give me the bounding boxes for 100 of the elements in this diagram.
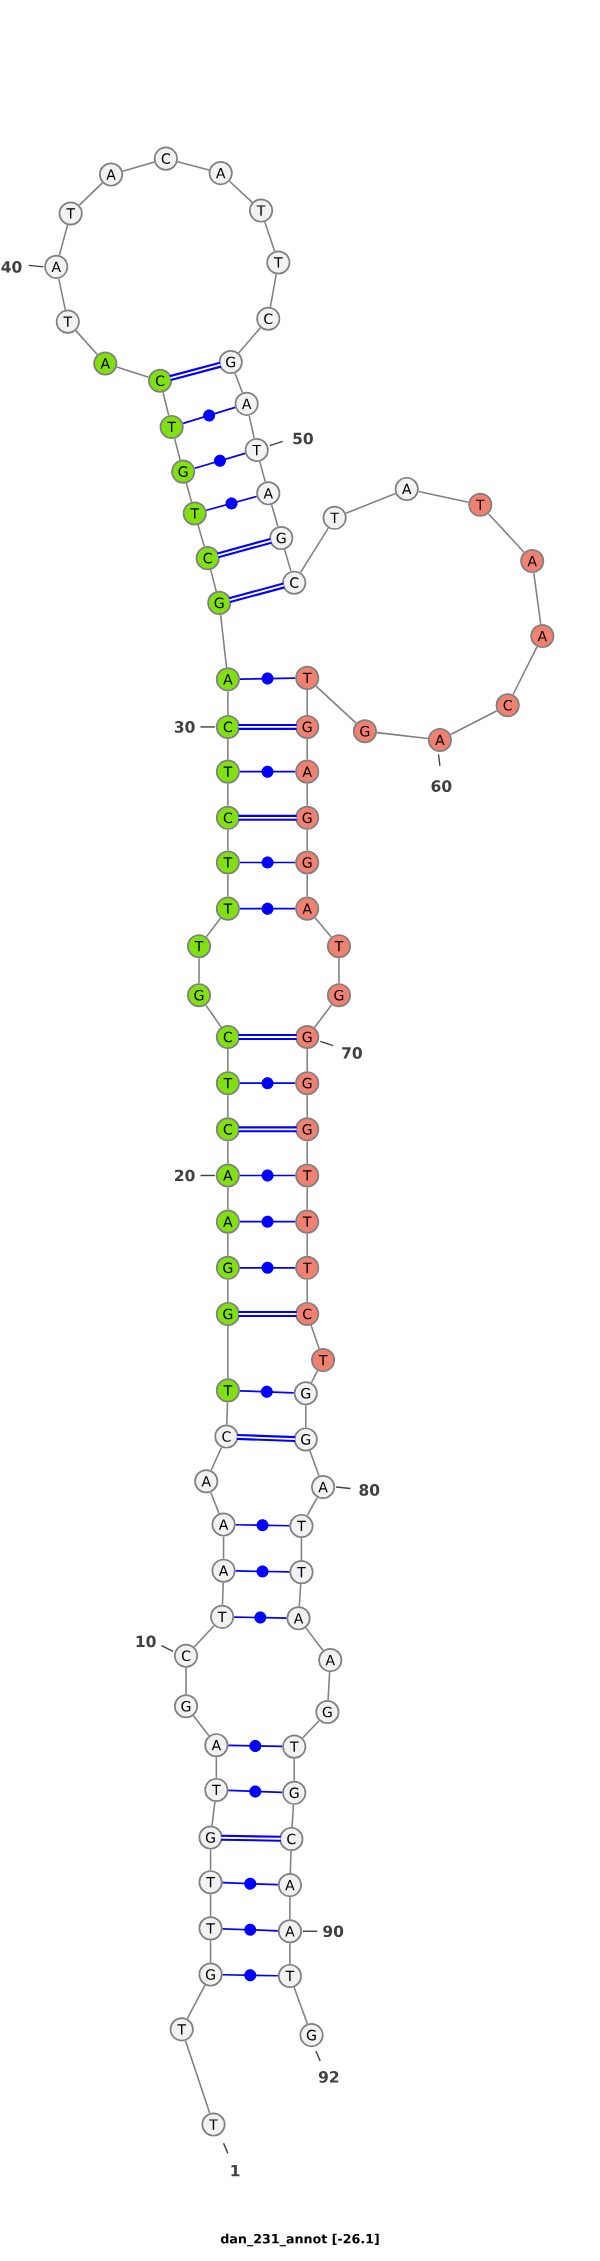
backbone-line [121, 161, 156, 172]
backbone-line [293, 1986, 309, 2025]
base-pair-line [193, 452, 246, 470]
base-pair-line [227, 1785, 284, 1798]
backbone-line [227, 873, 229, 898]
backbone-line [227, 782, 229, 807]
backbone-line [306, 829, 308, 852]
position-number: 92 [318, 2071, 339, 2083]
backbone-line [205, 917, 222, 938]
backbone-line [209, 1893, 212, 1918]
backbone-line [205, 1004, 222, 1028]
backbone-line [306, 1186, 308, 1211]
base-pair-line [237, 1126, 298, 1133]
backbone-line [310, 1324, 320, 1350]
backbone-line [192, 1715, 210, 1737]
base-pair-line [205, 495, 258, 512]
backbone-line [227, 690, 229, 716]
backbone-line [75, 329, 98, 356]
base-pair-line [239, 1077, 296, 1090]
position-number: 30 [174, 721, 195, 733]
backbone-line [227, 1232, 229, 1257]
backbone-line [116, 366, 150, 378]
backbone-line [227, 1279, 229, 1303]
backbone-line [234, 372, 244, 394]
backbone-line [327, 1671, 331, 1701]
backbone-line [293, 1757, 295, 1782]
base-pair-line [234, 1519, 291, 1532]
backbone-line [227, 1325, 229, 1380]
base-pair-line [239, 1385, 295, 1398]
backbone-line [176, 160, 210, 171]
backbone-line [306, 1048, 308, 1072]
backbone-line [185, 482, 193, 503]
backbone-line [315, 685, 357, 724]
backbone-line [306, 782, 308, 807]
backbone-line [227, 1094, 229, 1119]
base-pair-line [234, 1565, 291, 1578]
backbone-line [228, 180, 253, 204]
caption: dan_231_annot [-26.1] [220, 2233, 379, 2247]
backbone-line [306, 1094, 308, 1119]
backbone-line [198, 957, 200, 984]
backbone-line [533, 572, 542, 625]
position-number: 90 [323, 1925, 344, 1938]
backbone-line [449, 710, 498, 736]
backbone-line [185, 1667, 187, 1695]
backbone-line [512, 646, 538, 696]
base-pair-line [236, 1433, 297, 1443]
backbone-line [289, 1896, 291, 1920]
backbone-line [209, 1939, 212, 1964]
backbone-line [78, 182, 104, 206]
base-pair-line [239, 765, 296, 778]
backbone-line [227, 829, 229, 852]
base-pair-line [228, 582, 285, 604]
backbone-line [306, 873, 308, 898]
backbone-line [186, 1984, 206, 2020]
backbone-line [417, 490, 470, 504]
base-pair-line [239, 1215, 296, 1228]
position-number: 50 [293, 432, 313, 445]
backbone-line [226, 1401, 229, 1426]
base-pair-line [221, 1969, 279, 1982]
backbone-line [58, 224, 69, 256]
backbone-line [376, 731, 429, 740]
backbone-line [209, 1491, 220, 1515]
backbone-line [57, 277, 67, 311]
backbone-line [248, 414, 255, 440]
backbone-line [269, 273, 277, 308]
backbone-line [227, 1048, 229, 1072]
backbone-line [211, 1801, 216, 1827]
backbone-line [193, 1624, 215, 1648]
backbone-line [184, 2040, 211, 2114]
position-number: 10 [136, 1635, 156, 1648]
position-number: 20 [175, 1169, 195, 1182]
backbone-line [301, 1719, 320, 1739]
backbone-line [259, 460, 266, 483]
position-number: 40 [1, 261, 22, 273]
backbone-line [306, 1232, 308, 1257]
backbone-line [306, 1496, 318, 1517]
backbone-line [306, 1279, 308, 1303]
base-pair-line [227, 1739, 284, 1752]
backbone-line [215, 1756, 218, 1779]
base-pair-line [239, 1261, 296, 1274]
base-pair-line [237, 1034, 298, 1041]
backbone-line [289, 1942, 291, 1965]
backbone-line [227, 1140, 229, 1165]
backbone-line [305, 1404, 307, 1429]
base-pair-line [237, 723, 298, 730]
backbone-line [306, 689, 308, 716]
backbone-line [221, 1581, 224, 1606]
backbone-line [264, 221, 276, 252]
backbone-line [313, 1004, 333, 1029]
backbone-line [314, 917, 332, 938]
base-pair-line [233, 1611, 288, 1624]
position-number: 60 [431, 780, 452, 792]
backbone-line [345, 492, 397, 515]
base-pair-line [221, 1923, 279, 1936]
backbone-line [309, 1450, 320, 1477]
base-pair-line [220, 1834, 282, 1842]
backbone-line [487, 512, 525, 553]
backbone-line [219, 614, 228, 669]
position-number: 1 [231, 2165, 240, 2177]
base-pair-line [239, 856, 296, 869]
